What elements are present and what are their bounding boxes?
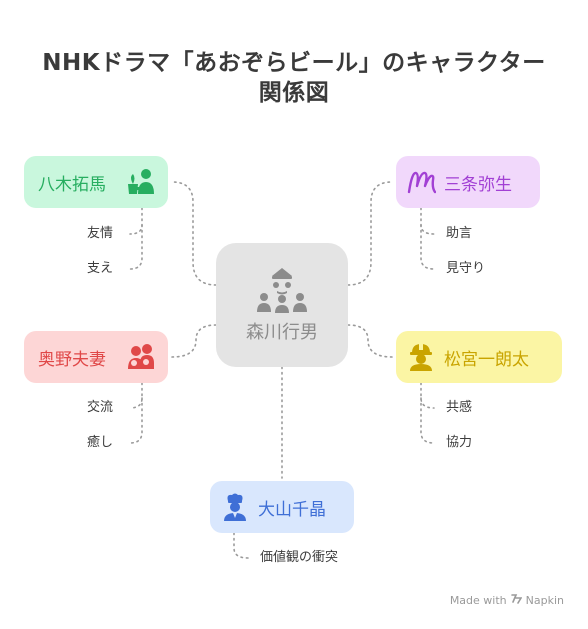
relation-label-okuno-1: 交流 (87, 400, 114, 415)
rel-line-oyama-1 (233, 532, 249, 559)
title-line-2: 関係図 (258, 80, 330, 106)
napkin-logo-icon (510, 593, 523, 607)
construction-worker-icon (406, 342, 436, 372)
relation-label-yagi-2: 支え (87, 261, 114, 276)
rel-line-matsumiya-2 (420, 397, 435, 444)
connector-okuno (171, 324, 217, 358)
footer-credit: Made with Napkin (450, 593, 564, 607)
rel-line-yagi-2 (129, 224, 143, 270)
relation-label-okuno-2: 癒し (87, 435, 114, 450)
diagram-title: NHKドラマ「あおぞらビール」のキャラクター 関係図 (0, 48, 588, 108)
relation-label-matsumiya-1: 共感 (446, 400, 473, 415)
title-line-1: NHKドラマ「あおぞらビール」のキャラクター (42, 50, 546, 76)
rel-line-sanjo-1 (420, 207, 435, 235)
rel-line-yagi-1 (129, 207, 143, 235)
character-node-sanjo[interactable]: 三条弥生 (396, 156, 540, 208)
relation-label-matsumiya-2: 協力 (446, 435, 473, 450)
group-people-icon (254, 266, 310, 314)
character-name-oyama: 大山千晶 (258, 499, 326, 520)
character-node-oyama[interactable]: 大山千晶 (210, 481, 354, 533)
script-m-icon (406, 168, 436, 196)
character-name-sanjo: 三条弥生 (444, 174, 512, 195)
character-node-yagi[interactable]: 八木拓馬 (24, 156, 168, 208)
character-name-okuno: 奥野夫妻 (38, 349, 106, 370)
connector-sanjo (347, 181, 393, 286)
footer-brand: Napkin (525, 593, 564, 607)
rel-line-okuno-1 (129, 382, 143, 409)
character-node-matsumiya[interactable]: 松宮一朗太 (396, 331, 562, 383)
relation-label-sanjo-2: 見守り (446, 261, 486, 276)
connector-matsumiya (347, 324, 393, 358)
connector-yagi (171, 181, 217, 286)
relation-label-sanjo-1: 助言 (446, 226, 473, 241)
rel-line-okuno-2 (129, 397, 143, 444)
character-node-okuno[interactable]: 奥野夫妻 (24, 331, 168, 383)
rel-line-matsumiya-1 (420, 382, 435, 409)
relation-label-yagi-1: 友情 (87, 226, 114, 241)
footer-made-with: Made with (449, 593, 507, 607)
rel-line-sanjo-2 (420, 224, 435, 270)
couple-icon (126, 343, 156, 371)
person-with-plant-icon (126, 168, 156, 196)
woman-chef-icon (220, 492, 250, 522)
center-character-node[interactable]: 森川行男 (216, 243, 348, 367)
center-character-name: 森川行男 (246, 322, 318, 343)
relation-label-oyama-1: 価値観の衝突 (260, 550, 339, 565)
character-name-matsumiya: 松宮一朗太 (444, 349, 529, 370)
character-name-yagi: 八木拓馬 (38, 174, 106, 195)
